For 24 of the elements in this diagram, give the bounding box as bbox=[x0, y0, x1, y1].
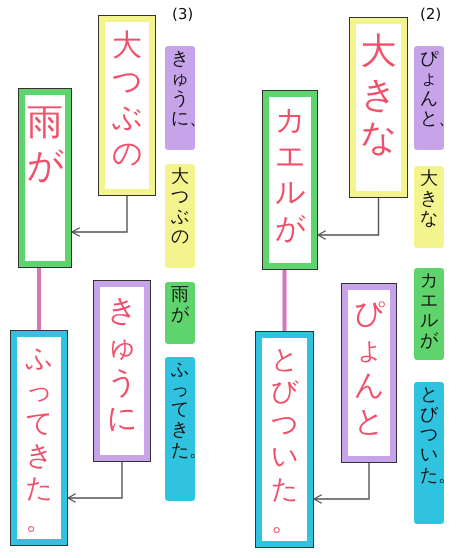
highlighted-phrase: ふってきた。 bbox=[165, 357, 195, 501]
word-card: 大きな bbox=[349, 17, 408, 198]
word-card: ぴょんと bbox=[341, 283, 397, 463]
word-card: ふってきた。 bbox=[10, 330, 68, 546]
highlighted-phrase: とびついた。 bbox=[414, 382, 444, 524]
word-card: とびついた。 bbox=[255, 331, 314, 548]
section-number: (2) bbox=[420, 5, 442, 23]
highlighted-phrase: きゅうに、 bbox=[165, 46, 195, 150]
section-number: (3) bbox=[172, 5, 194, 23]
word-card: きゅうに bbox=[93, 280, 151, 462]
arrow bbox=[313, 463, 370, 504]
highlighted-phrase: カエルが bbox=[414, 268, 444, 360]
highlighted-phrase: 雨が bbox=[165, 282, 195, 344]
word-card: カエルが bbox=[262, 90, 318, 270]
connector-line bbox=[37, 268, 41, 330]
word-card: 雨が bbox=[18, 88, 72, 268]
highlighted-phrase: 大つぶの bbox=[165, 164, 195, 268]
word-card: 大つぶの bbox=[98, 15, 156, 196]
highlighted-phrase: 大きな bbox=[414, 166, 444, 248]
arrow bbox=[67, 462, 123, 504]
connector-line bbox=[282, 270, 286, 331]
arrow bbox=[317, 198, 380, 240]
arrow bbox=[71, 196, 128, 238]
highlighted-phrase: ぴょんと、 bbox=[414, 46, 444, 150]
